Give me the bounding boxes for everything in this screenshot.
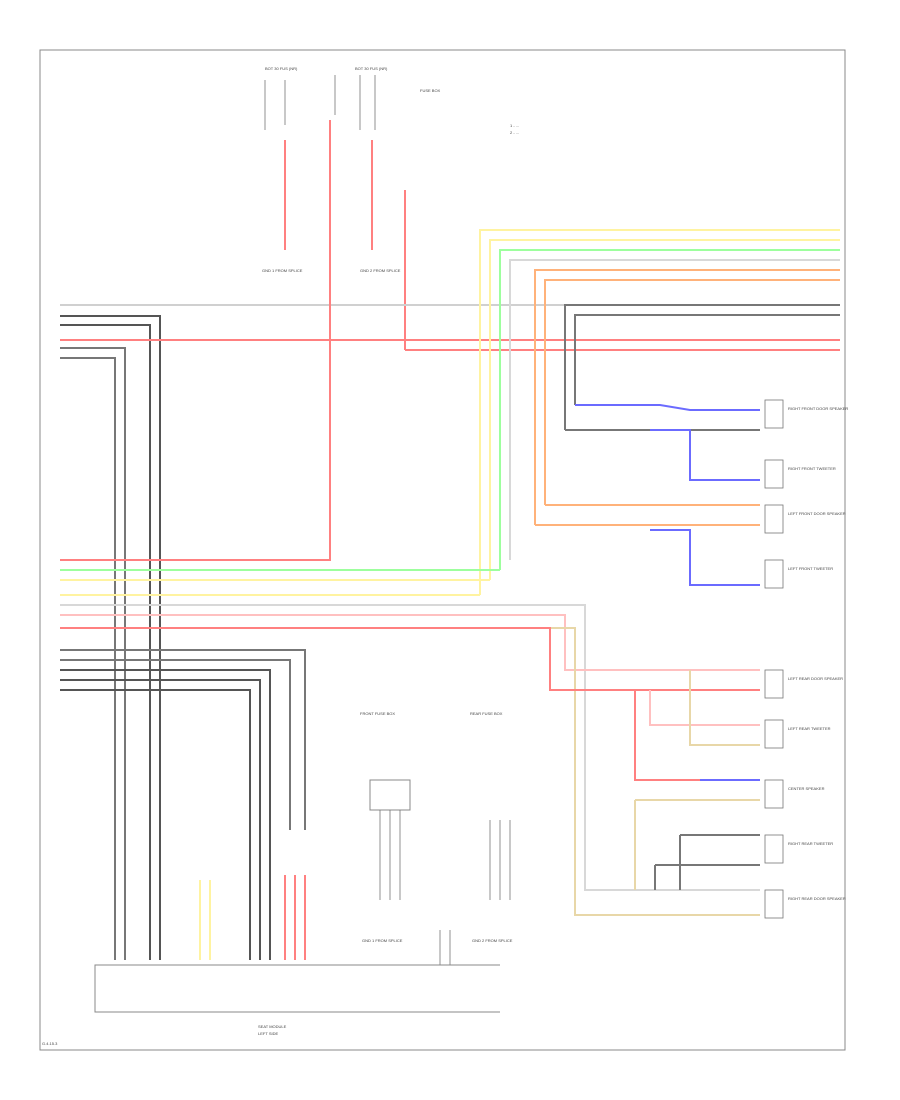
speaker-label: LEFT REAR TWEETER xyxy=(788,726,831,731)
speaker-1: RIGHT FRONT DOOR SPEAKER xyxy=(764,399,848,429)
speaker-box xyxy=(764,559,784,589)
front-fuse-box-label: FRONT FUSE BOX xyxy=(360,711,395,716)
middle-fuse-boxes: FRONT FUSE BOX REAR FUSE BOX GND 1 FROM … xyxy=(199,711,513,965)
ground-2-label: GND 2 FROM SPLICE xyxy=(360,268,401,273)
top-mid-connector-label: BOT 30 FUS (NR) xyxy=(355,66,388,71)
speaker-5: LEFT REAR DOOR SPEAKER xyxy=(764,669,843,699)
left-bus xyxy=(60,120,840,960)
speaker-label: RIGHT FRONT TWEETER xyxy=(788,466,836,471)
speaker-box xyxy=(764,719,784,749)
speaker-label: LEFT REAR DOOR SPEAKER xyxy=(788,676,843,681)
module-sub-label: LEFT SIDE xyxy=(258,1031,278,1036)
speaker-8: RIGHT REAR TWEETER xyxy=(764,834,833,864)
speaker-6: LEFT REAR TWEETER xyxy=(764,719,831,749)
speaker-label: LEFT FRONT TWEETER xyxy=(788,566,833,571)
speaker-box xyxy=(764,399,784,429)
legend-line-2: 2 - ... xyxy=(510,130,519,135)
speaker-4: LEFT FRONT TWEETER xyxy=(764,559,833,589)
bottom-ground-2-label: GND 2 FROM SPLICE xyxy=(472,938,513,943)
top-connectors: BOT 30 FUS (NR) BOT 30 FUS (NR) FUSE BOX… xyxy=(262,66,519,350)
footer-code: G.4.15.3 xyxy=(42,1041,58,1046)
speaker-label: RIGHT REAR TWEETER xyxy=(788,841,833,846)
module-label: SEAT MODULE xyxy=(258,1024,287,1029)
fuse-box-label: FUSE BOX xyxy=(420,88,441,93)
legend-line-1: 1 - ... xyxy=(510,123,519,128)
lower-bundle xyxy=(60,569,760,960)
speaker-label: RIGHT REAR DOOR SPEAKER xyxy=(788,896,846,901)
speaker-box xyxy=(764,669,784,699)
speaker-box xyxy=(764,504,784,534)
diagram-frame xyxy=(39,49,846,1051)
speaker-9: RIGHT REAR DOOR SPEAKER xyxy=(764,889,846,919)
bottom-ground-1-label: GND 1 FROM SPLICE xyxy=(362,938,403,943)
seat-module: SEAT MODULE LEFT SIDE xyxy=(94,964,500,1036)
speaker-box xyxy=(764,459,784,489)
speaker-label: RIGHT FRONT DOOR SPEAKER xyxy=(788,406,848,411)
speaker-7: CENTER SPEAKER xyxy=(764,779,825,809)
speakers: RIGHT FRONT DOOR SPEAKER RIGHT FRONT TWEE… xyxy=(764,399,848,919)
right-bundle xyxy=(479,229,840,595)
speaker-label: CENTER SPEAKER xyxy=(788,786,825,791)
speaker-box xyxy=(764,889,784,919)
speaker-box xyxy=(764,779,784,809)
speaker-3: LEFT FRONT DOOR SPEAKER xyxy=(764,504,846,534)
ground-1-label: GND 1 FROM SPLICE xyxy=(262,268,303,273)
top-left-connector-label: BOT 30 FUS (NR) xyxy=(265,66,298,71)
speaker-label: LEFT FRONT DOOR SPEAKER xyxy=(788,511,846,516)
speaker-box xyxy=(764,834,784,864)
speaker-2: RIGHT FRONT TWEETER xyxy=(764,459,836,489)
rear-fuse-box-label: REAR FUSE BOX xyxy=(470,711,503,716)
